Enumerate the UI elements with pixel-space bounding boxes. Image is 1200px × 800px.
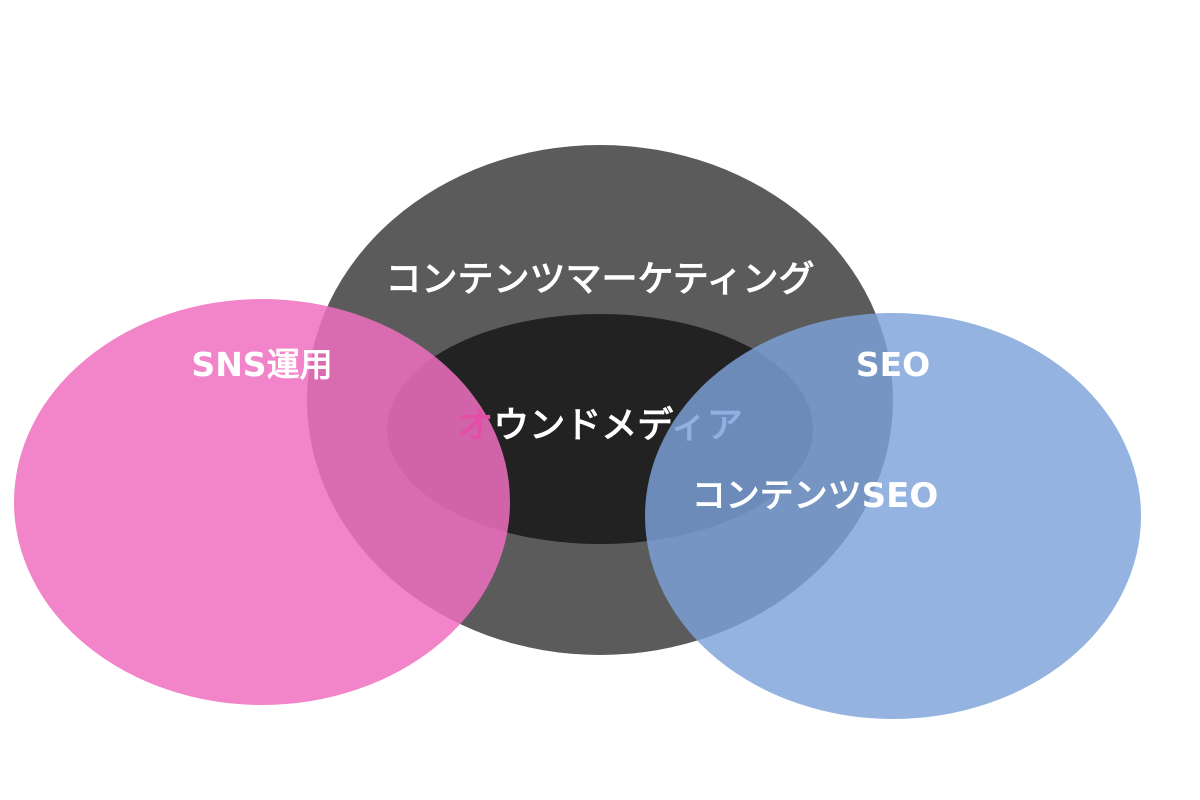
owned-media-label-middle: ウンドメデ	[493, 404, 674, 446]
seo-label: SEO	[856, 345, 930, 384]
owned-media-label-last: ィア	[671, 405, 743, 446]
seo-circle	[645, 313, 1141, 719]
sns-circle	[14, 299, 510, 705]
content-marketing-label: コンテンツマーケティング	[385, 259, 814, 300]
owned-media-label-first: オ	[457, 405, 493, 446]
sns-label: SNS運用	[191, 345, 332, 384]
content-seo-label: コンテンツSEO	[692, 476, 939, 516]
owned-media-label: オウンドメディア	[457, 404, 743, 446]
